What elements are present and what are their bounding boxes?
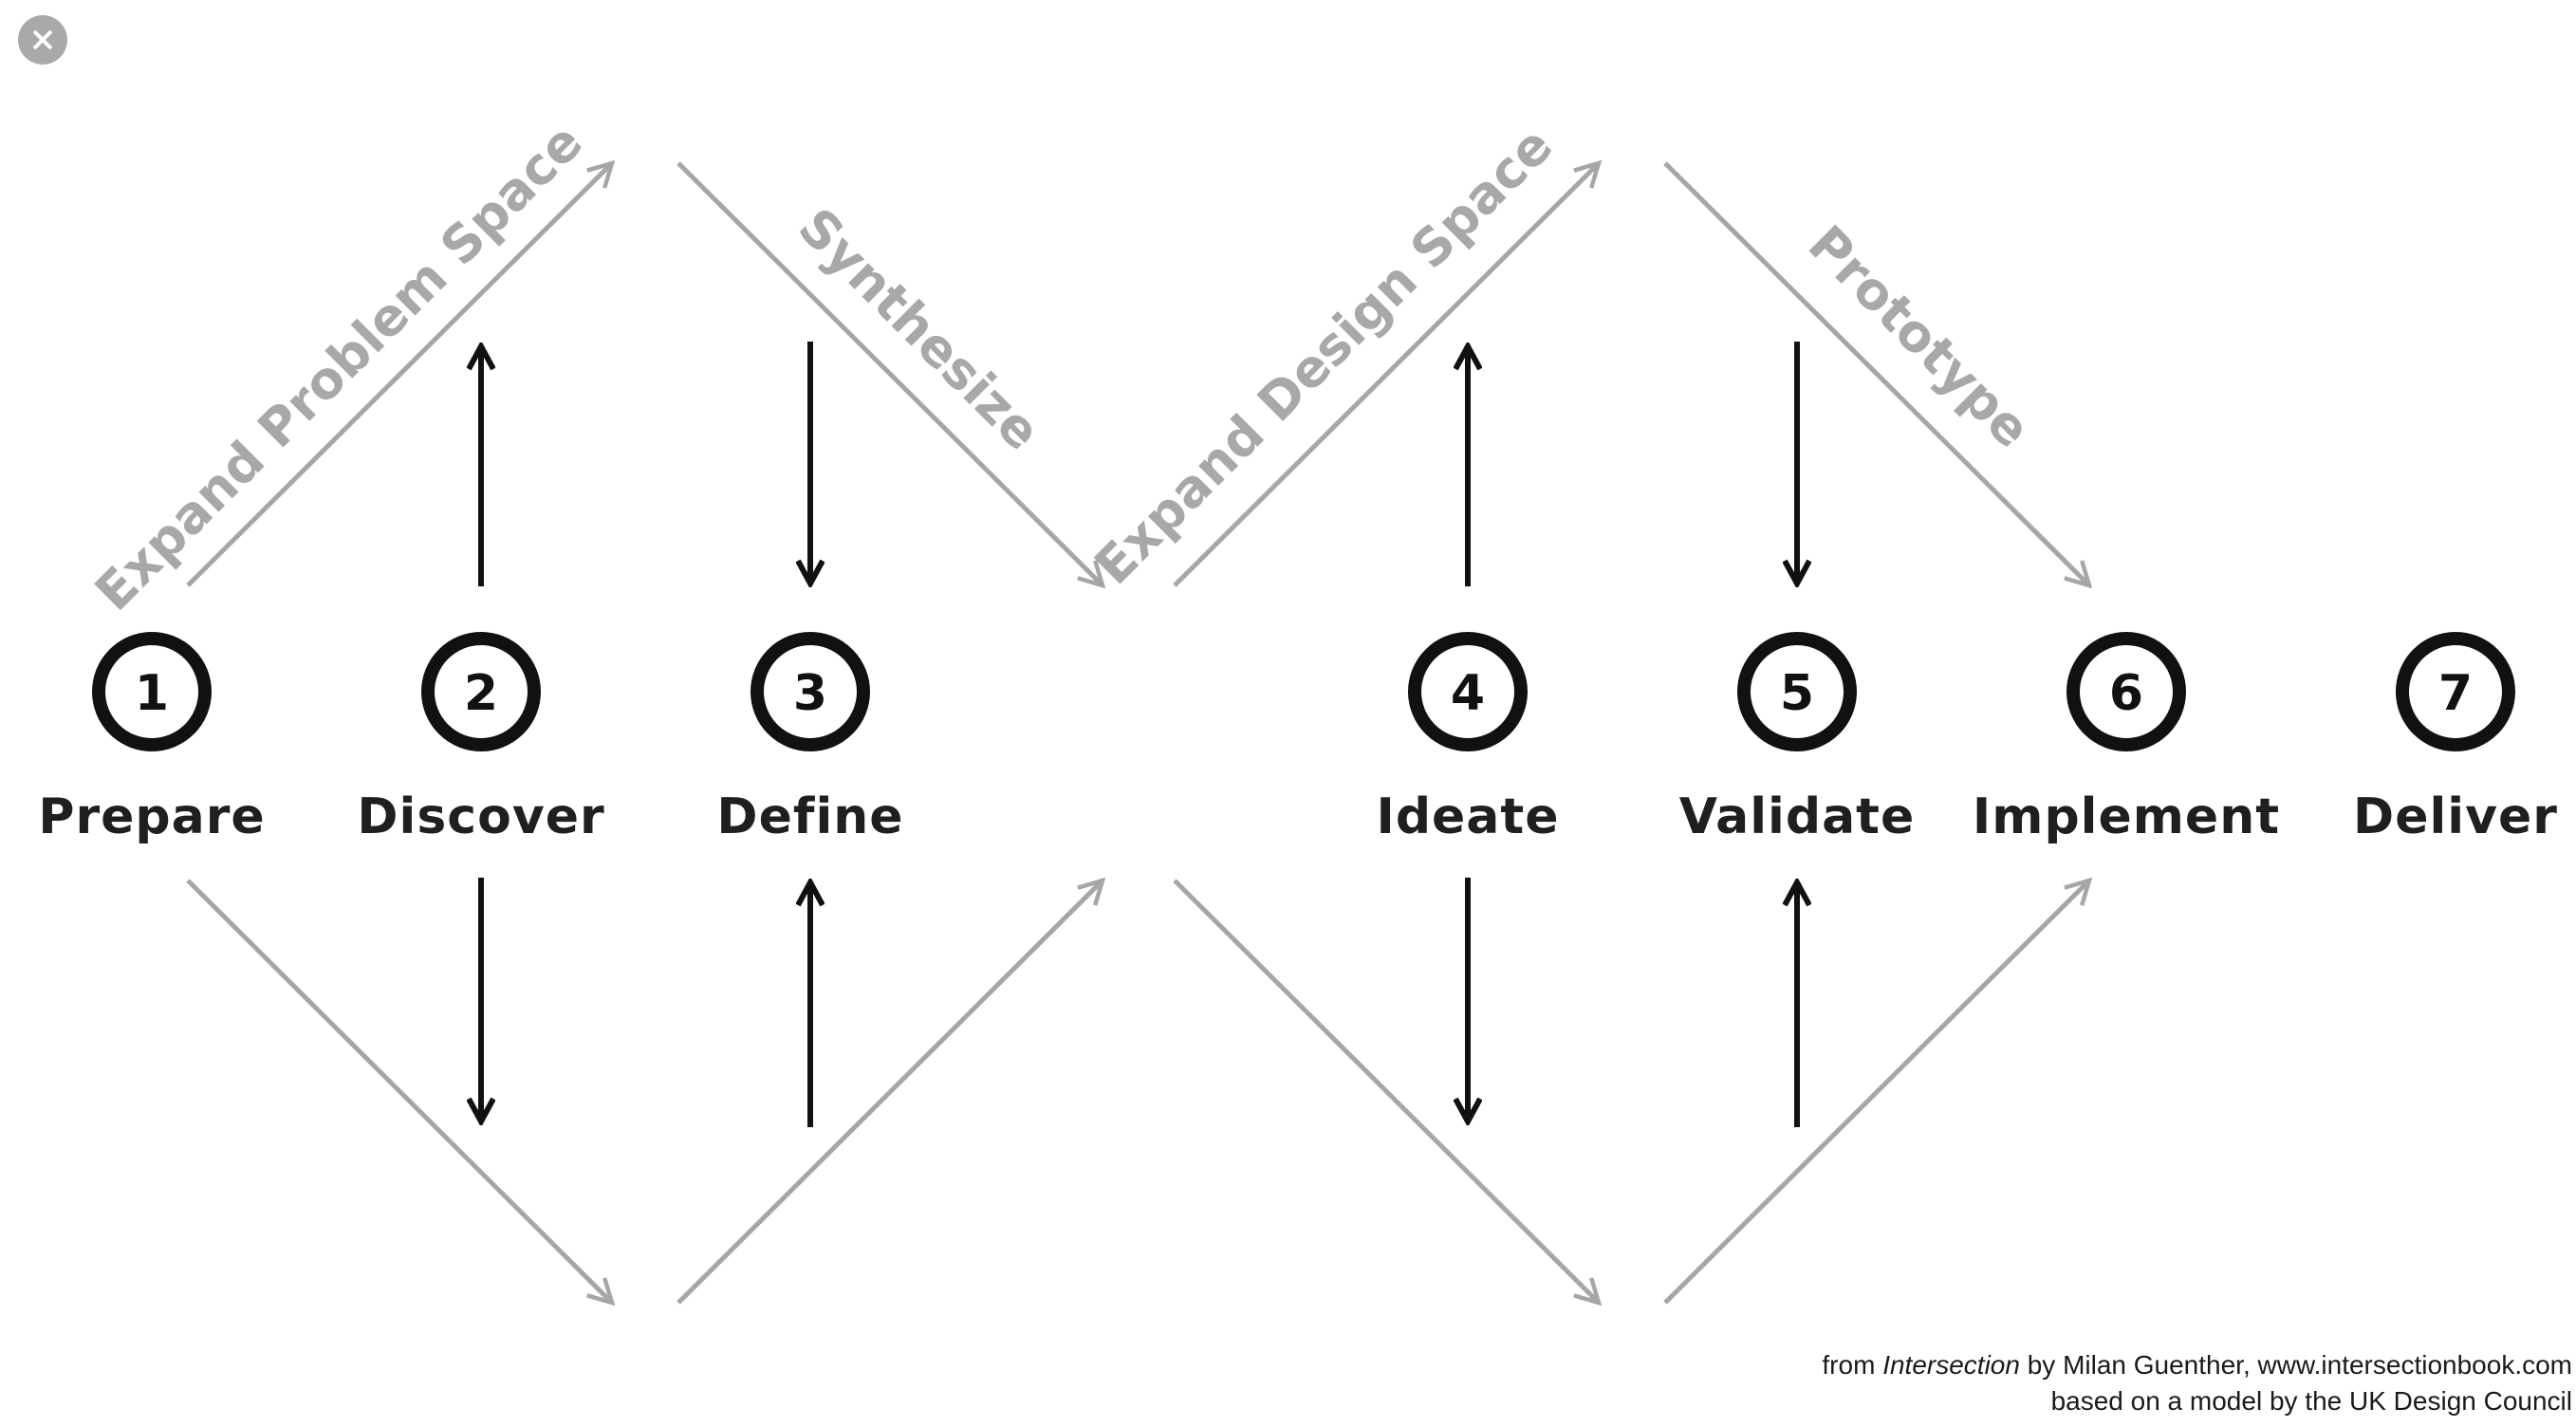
credits-prefix: from — [1822, 1350, 1883, 1380]
phase-circle — [2396, 632, 2515, 751]
phase-circle — [751, 632, 870, 751]
credits-line-2: based on a model by the UK Design Counci… — [2050, 1386, 2572, 1416]
book-title: Intersection — [1882, 1350, 2020, 1380]
diamond-1-outline — [186, 161, 1103, 1305]
prototype-arrow — [1663, 161, 2089, 585]
credits-suffix: by Milan Guenther, www.intersectionbook.… — [2019, 1350, 2572, 1380]
phase-number: 3 — [793, 665, 827, 722]
phase-number: 1 — [135, 665, 169, 722]
expand-design-label: Expand Design Space — [1084, 116, 1565, 597]
vertical-arrows — [481, 342, 1797, 1127]
phase-number: 6 — [2109, 665, 2143, 722]
phase-label: Implement — [1973, 788, 2280, 845]
expand-problem-arrow — [186, 163, 612, 587]
credits: from Intersection by Milan Guenther, www… — [1822, 1347, 2572, 1419]
phase-number: 7 — [2438, 665, 2473, 722]
phase-label: Validate — [1679, 788, 1916, 845]
phase-1: 1 Prepare — [38, 632, 265, 845]
phase-label: Define — [716, 788, 903, 845]
diamond-2-outline — [1173, 161, 2089, 1305]
close-icon[interactable] — [18, 15, 67, 65]
phase-6: 6 Implement — [1973, 632, 2280, 845]
phase-label: Prepare — [38, 788, 265, 845]
diverge-lower-arrow — [186, 879, 612, 1303]
phase-circle — [421, 632, 541, 751]
converge-lower-arrow-2 — [1663, 880, 2089, 1305]
phase-number: 2 — [464, 665, 498, 722]
expand-design-arrow — [1173, 163, 1599, 587]
converge-lower-arrow — [676, 880, 1103, 1305]
phase-label: Discover — [357, 788, 604, 845]
phase-2: 2 Discover — [357, 632, 604, 845]
prototype-label: Prototype — [1797, 214, 2042, 459]
phase-4: 4 Ideate — [1376, 632, 1559, 845]
phase-5: 5 Validate — [1679, 632, 1916, 845]
synthesize-label: Synthesize — [787, 196, 1051, 461]
phase-circle — [2066, 632, 2186, 751]
phase-number: 4 — [1451, 665, 1485, 722]
phase-circle — [1737, 632, 1857, 751]
expand-problem-label: Expand Problem Space — [83, 112, 594, 622]
phase-3: 3 Define — [716, 632, 903, 845]
phase-label: Ideate — [1376, 788, 1559, 845]
phase-label: Deliver — [2353, 788, 2558, 845]
credits-line-1: from Intersection by Milan Guenther, www… — [1822, 1347, 2572, 1383]
diverge-lower-arrow-2 — [1173, 879, 1599, 1303]
phase-7: 7 Deliver — [2353, 632, 2558, 845]
phase-circle — [92, 632, 212, 751]
synthesize-arrow — [676, 161, 1103, 585]
phase-number: 5 — [1780, 665, 1814, 722]
phase-circle — [1408, 632, 1528, 751]
